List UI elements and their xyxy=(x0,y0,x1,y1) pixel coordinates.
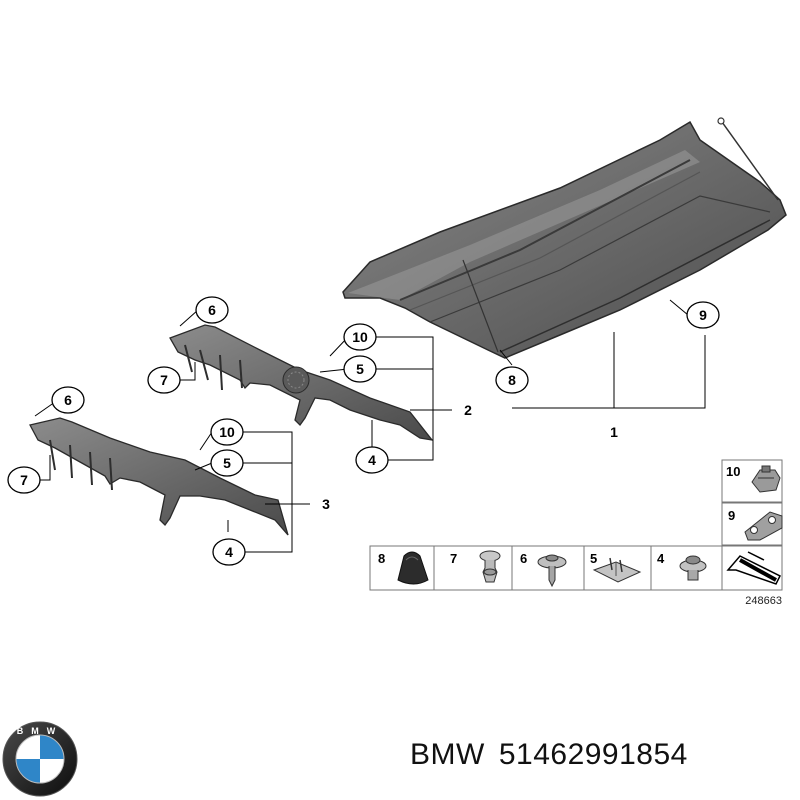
callout-shelf-1: 1 xyxy=(610,424,618,440)
callout-5-upper: 5 xyxy=(343,355,377,383)
brand-name: BMW xyxy=(410,738,485,771)
legend-label-5: 5 xyxy=(590,551,597,566)
callout-7-upper: 7 xyxy=(147,366,181,394)
nut-4-illustration xyxy=(679,555,707,581)
legend-label-9: 9 xyxy=(728,508,735,523)
bmw-logo-lettering: BMW xyxy=(17,726,64,736)
part-caption: BMW 51462991854 xyxy=(410,738,702,772)
svg-text:7: 7 xyxy=(160,372,168,388)
callout-4-lower: 4 xyxy=(212,538,246,566)
svg-text:7: 7 xyxy=(20,472,28,488)
callout-10-lower: 10 xyxy=(210,418,244,446)
bumper-8-illustration xyxy=(397,551,429,585)
pad-9-illustration xyxy=(744,511,783,541)
clip-5-illustration xyxy=(592,557,642,583)
callout-trim-3: 3 xyxy=(322,496,330,512)
parcel-shelf xyxy=(342,117,787,359)
legend-label-6: 6 xyxy=(520,551,527,566)
shelf-cord xyxy=(721,121,779,201)
svg-text:4: 4 xyxy=(225,544,233,560)
legend-label-7: 7 xyxy=(450,551,457,566)
legend-label-8: 8 xyxy=(378,551,385,566)
callout-6-upper: 6 xyxy=(195,296,229,324)
svg-text:6: 6 xyxy=(208,302,216,318)
leader-lines xyxy=(34,299,706,553)
clip-10-illustration xyxy=(751,465,781,493)
svg-text:6: 6 xyxy=(64,392,72,408)
screw-6-illustration xyxy=(537,554,567,588)
callout-4-upper: 4 xyxy=(355,446,389,474)
callout-10-upper: 10 xyxy=(343,323,377,351)
parts-legend-grid: 10 9 8 7 6 5 4 xyxy=(369,459,783,607)
side-trim-upper xyxy=(169,324,434,441)
callout-9: 9 xyxy=(686,301,720,329)
part-number: 51462991854 xyxy=(498,738,688,771)
callout-6-lower: 6 xyxy=(51,386,85,414)
svg-text:5: 5 xyxy=(356,361,364,377)
callout-7-lower: 7 xyxy=(7,466,41,494)
callout-5-lower: 5 xyxy=(210,449,244,477)
shelf-outline-symbol-icon xyxy=(726,551,782,585)
svg-text:9: 9 xyxy=(699,307,707,323)
rivet-7-illustration xyxy=(479,550,501,583)
svg-text:4: 4 xyxy=(368,452,376,468)
callout-8: 8 xyxy=(495,366,529,394)
side-trim-lower xyxy=(29,417,289,536)
diagram-reference-number: 248663 xyxy=(745,595,782,607)
svg-text:10: 10 xyxy=(219,424,235,440)
svg-text:8: 8 xyxy=(508,372,516,388)
legend-label-4: 4 xyxy=(657,551,665,566)
svg-text:5: 5 xyxy=(223,455,231,471)
callout-trim-2: 2 xyxy=(464,402,472,418)
bmw-logo: BMW xyxy=(2,721,78,797)
svg-text:10: 10 xyxy=(352,329,368,345)
legend-label-10: 10 xyxy=(726,464,740,479)
